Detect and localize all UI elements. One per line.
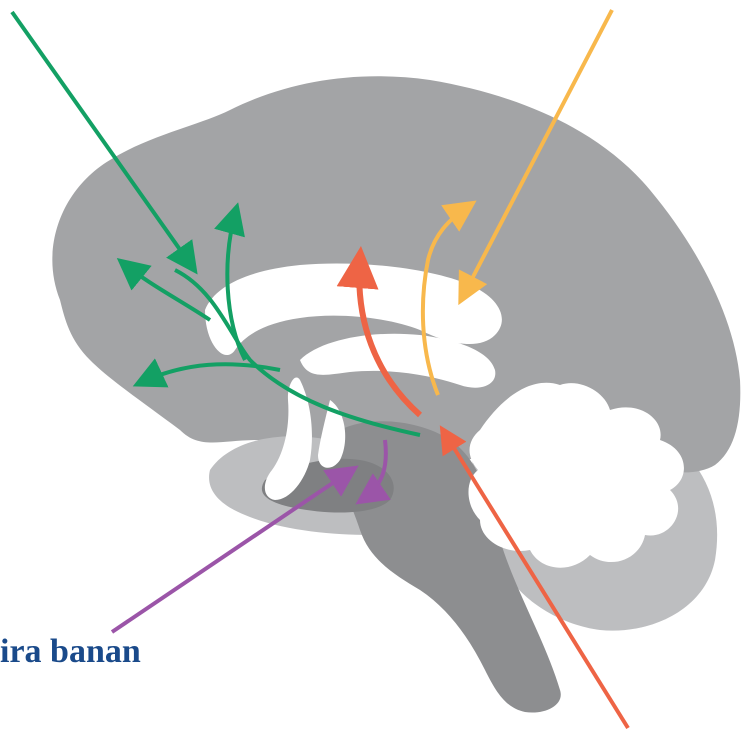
caption-text: ira banan bbox=[0, 632, 141, 672]
